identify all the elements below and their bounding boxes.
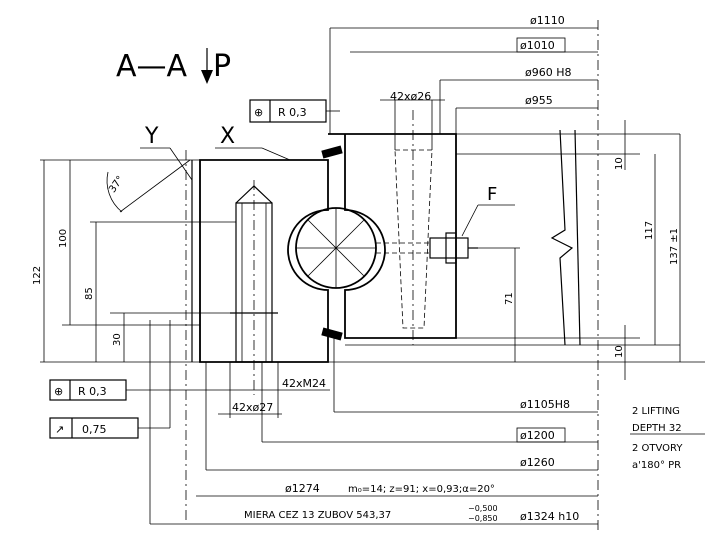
seal-top bbox=[321, 145, 343, 159]
runout-symbol: ↗ bbox=[55, 423, 64, 436]
dim-d1324-text: ø1324 h10 bbox=[520, 510, 579, 523]
grease-nipple-hex bbox=[445, 232, 457, 264]
gear-params-text: m₀=14; z=91; x=0,93;α=20° bbox=[348, 484, 495, 495]
tolerance-top-value: R 0,3 bbox=[278, 106, 307, 119]
dim-d1200-text: ø1200 bbox=[520, 429, 555, 442]
measure-text: MIERA CEZ 13 ZUBOV 543,37 bbox=[244, 510, 391, 521]
note-line-4: a'180° PR bbox=[632, 460, 681, 471]
section-suffix: P bbox=[213, 49, 231, 84]
dim-117-text: 117 bbox=[644, 221, 655, 240]
angle-arc bbox=[106, 171, 123, 213]
dim-100-text: 100 bbox=[58, 229, 69, 248]
label-y: Y bbox=[144, 124, 159, 149]
dim-137-text: 137 ±1 bbox=[669, 228, 680, 265]
dim-85-text: 85 bbox=[84, 287, 95, 300]
outer-ring-section bbox=[328, 133, 457, 339]
dim-holes-top-text: 42xø26 bbox=[390, 90, 431, 103]
angle-label: 37° bbox=[107, 174, 126, 195]
label-f: F bbox=[487, 184, 497, 205]
dim-122-text: 122 bbox=[32, 266, 43, 285]
seal-bottom bbox=[321, 327, 343, 341]
measure-tol-upper: −0,500 bbox=[468, 504, 498, 513]
dim-30-text: 30 bbox=[112, 333, 123, 346]
dim-d1274-text: ø1274 bbox=[285, 482, 320, 495]
dim-10-top-text: 10 bbox=[614, 157, 625, 170]
note-line-1: 2 LIFTING bbox=[632, 406, 680, 417]
note-line-3: 2 OTVORY bbox=[632, 443, 683, 454]
dim-m24-text: 42xM24 bbox=[282, 377, 326, 390]
label-x-leader bbox=[261, 147, 291, 161]
section-arrow-head bbox=[201, 70, 213, 84]
inner-ring-section bbox=[199, 159, 329, 363]
break-line bbox=[550, 129, 574, 346]
tolerance-top-symbol: ⊕ bbox=[254, 106, 263, 119]
dim-10-bottom-text: 10 bbox=[614, 345, 625, 358]
dim-d1010-box bbox=[516, 37, 566, 53]
label-x: X bbox=[220, 124, 235, 149]
label-y-leader bbox=[169, 147, 193, 181]
ball-diag-2 bbox=[307, 219, 365, 277]
tolerance-left-value: R 0,3 bbox=[78, 385, 107, 398]
outer-ring-through-hole bbox=[394, 149, 433, 329]
dim-d1110-text: ø1110 bbox=[530, 14, 565, 27]
dim-d1105-text: ø1105H8 bbox=[520, 398, 570, 411]
runout-value: 0,75 bbox=[82, 423, 107, 436]
angle-line bbox=[119, 159, 191, 213]
break-line-2 bbox=[574, 129, 581, 346]
section-title: A—A bbox=[116, 49, 188, 84]
dim-71-text: 71 bbox=[504, 292, 515, 305]
dim-d1010-text: ø1010 bbox=[520, 39, 555, 52]
measure-tol-lower: −0,850 bbox=[468, 514, 498, 523]
tolerance-left-symbol: ⊕ bbox=[54, 385, 63, 398]
dim-d1260-text: ø1260 bbox=[520, 456, 555, 469]
note-line-2: DEPTH 32 bbox=[632, 423, 682, 434]
grease-nipple bbox=[429, 237, 469, 259]
dim-27-text: 42xø27 bbox=[232, 401, 273, 414]
label-f-leader bbox=[461, 204, 479, 237]
dim-d955-text: ø955 bbox=[525, 94, 553, 107]
dim-d1200-box bbox=[516, 427, 566, 443]
dim-d960-text: ø960 H8 bbox=[525, 66, 572, 79]
